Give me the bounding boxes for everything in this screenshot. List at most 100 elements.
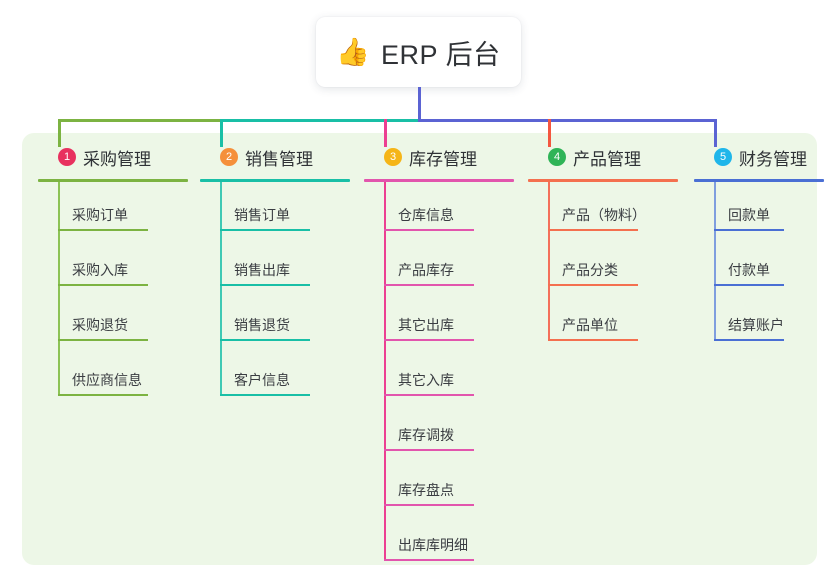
module-item-label: 销售退货 bbox=[234, 317, 290, 333]
column-header-2[interactable]: 2 销售管理 bbox=[200, 143, 350, 171]
column-spine bbox=[220, 182, 222, 396]
column-title: 销售管理 bbox=[245, 149, 313, 169]
module-item[interactable]: 销售订单 bbox=[200, 182, 350, 237]
module-item-rule bbox=[548, 284, 638, 286]
modules-panel bbox=[22, 133, 817, 565]
column-index-badge: 3 bbox=[384, 148, 402, 166]
column-header-3[interactable]: 3 库存管理 bbox=[364, 143, 514, 171]
module-item-label: 其它入库 bbox=[398, 372, 454, 388]
module-item-rule bbox=[384, 504, 474, 506]
module-item[interactable]: 采购入库 bbox=[38, 237, 188, 292]
column-header-rule bbox=[528, 179, 678, 182]
module-item[interactable]: 付款单 bbox=[694, 237, 824, 292]
thumbs-up-icon: 👍 bbox=[336, 36, 371, 67]
column-drop-1 bbox=[58, 119, 61, 147]
module-item-label: 采购订单 bbox=[72, 207, 128, 223]
module-item[interactable]: 产品（物料） bbox=[528, 182, 678, 237]
module-item-rule bbox=[384, 229, 474, 231]
module-column-3: 3 库存管理仓库信息产品库存其它出库其它入库库存调拨库存盘点出库库明细 bbox=[364, 143, 514, 567]
module-item-label: 采购入库 bbox=[72, 262, 128, 278]
module-item-rule bbox=[220, 394, 310, 396]
column-item-list: 产品（物料） 产品分类产品单位 bbox=[528, 182, 678, 347]
module-item-rule bbox=[384, 339, 474, 341]
column-spine bbox=[384, 182, 386, 561]
module-item-rule bbox=[714, 339, 784, 341]
module-item-label: 付款单 bbox=[728, 262, 770, 278]
module-item[interactable]: 采购订单 bbox=[38, 182, 188, 237]
column-title: 库存管理 bbox=[409, 149, 477, 169]
module-item-label: 产品单位 bbox=[562, 317, 618, 333]
module-item[interactable]: 库存调拨 bbox=[364, 402, 514, 457]
root-node-erp-backend[interactable]: 👍 ERP 后台 bbox=[316, 17, 521, 87]
module-item[interactable]: 产品单位 bbox=[528, 292, 678, 347]
module-item[interactable]: 库存盘点 bbox=[364, 457, 514, 512]
module-item[interactable]: 销售出库 bbox=[200, 237, 350, 292]
module-item-rule bbox=[58, 339, 148, 341]
module-item-label: 库存盘点 bbox=[398, 482, 454, 498]
module-item-rule bbox=[384, 559, 474, 561]
column-drop-4 bbox=[548, 119, 551, 147]
trunk-line bbox=[418, 87, 421, 122]
module-item[interactable]: 其它出库 bbox=[364, 292, 514, 347]
column-header-4[interactable]: 4 产品管理 bbox=[528, 143, 678, 171]
module-item-label: 其它出库 bbox=[398, 317, 454, 333]
bus-segment-teal bbox=[220, 119, 421, 122]
module-item[interactable]: 供应商信息 bbox=[38, 347, 188, 402]
module-item-label: 出库库明细 bbox=[398, 537, 468, 553]
module-item[interactable]: 回款单 bbox=[694, 182, 824, 237]
bus-segment-green bbox=[58, 119, 220, 122]
column-index-badge: 1 bbox=[58, 148, 76, 166]
module-item-label: 采购退货 bbox=[72, 317, 128, 333]
module-column-1: 1 采购管理采购订单采购入库采购退货供应商信息 bbox=[38, 143, 188, 402]
module-item-rule bbox=[548, 339, 638, 341]
module-column-4: 4 产品管理产品（物料） 产品分类产品单位 bbox=[528, 143, 678, 347]
column-spine bbox=[548, 182, 550, 341]
column-header-rule bbox=[364, 179, 514, 182]
module-item-rule bbox=[384, 449, 474, 451]
module-item-label: 供应商信息 bbox=[72, 372, 142, 388]
column-item-list: 销售订单销售出库销售退货客户信息 bbox=[200, 182, 350, 402]
module-item-label: 回款单 bbox=[728, 207, 770, 223]
module-item[interactable]: 其它入库 bbox=[364, 347, 514, 402]
module-item-label: 结算账户 bbox=[728, 317, 784, 333]
column-spine bbox=[714, 182, 716, 341]
column-header-rule bbox=[694, 179, 824, 182]
column-title: 产品管理 bbox=[573, 149, 641, 169]
module-item-rule bbox=[220, 284, 310, 286]
module-item-rule bbox=[714, 229, 784, 231]
column-header-1[interactable]: 1 采购管理 bbox=[38, 143, 188, 171]
module-item-label: 销售出库 bbox=[234, 262, 290, 278]
module-item-rule bbox=[220, 229, 310, 231]
column-item-list: 回款单付款单结算账户 bbox=[694, 182, 824, 347]
module-item[interactable]: 出库库明细 bbox=[364, 512, 514, 567]
module-item-label: 客户信息 bbox=[234, 372, 290, 388]
column-item-list: 采购订单采购入库采购退货供应商信息 bbox=[38, 182, 188, 402]
module-item[interactable]: 采购退货 bbox=[38, 292, 188, 347]
root-node-title: ERP 后台 bbox=[381, 39, 501, 70]
column-index-badge: 5 bbox=[714, 148, 732, 166]
module-item-rule bbox=[714, 284, 784, 286]
module-column-2: 2 销售管理销售订单销售出库销售退货客户信息 bbox=[200, 143, 350, 402]
column-drop-3 bbox=[384, 119, 387, 147]
column-header-rule bbox=[200, 179, 350, 182]
module-item-label: 库存调拨 bbox=[398, 427, 454, 443]
column-header-rule bbox=[38, 179, 188, 182]
module-item-label: 仓库信息 bbox=[398, 207, 454, 223]
column-index-badge: 2 bbox=[220, 148, 238, 166]
column-drop-2 bbox=[220, 119, 223, 147]
module-item-label: 产品分类 bbox=[562, 262, 618, 278]
module-item[interactable]: 结算账户 bbox=[694, 292, 824, 347]
module-item-rule bbox=[384, 284, 474, 286]
module-item[interactable]: 产品分类 bbox=[528, 237, 678, 292]
module-item[interactable]: 仓库信息 bbox=[364, 182, 514, 237]
module-item[interactable]: 销售退货 bbox=[200, 292, 350, 347]
module-item-rule bbox=[58, 229, 148, 231]
module-item[interactable]: 产品库存 bbox=[364, 237, 514, 292]
column-title: 采购管理 bbox=[83, 149, 151, 169]
module-item[interactable]: 客户信息 bbox=[200, 347, 350, 402]
column-index-badge: 4 bbox=[548, 148, 566, 166]
column-spine bbox=[58, 182, 60, 396]
